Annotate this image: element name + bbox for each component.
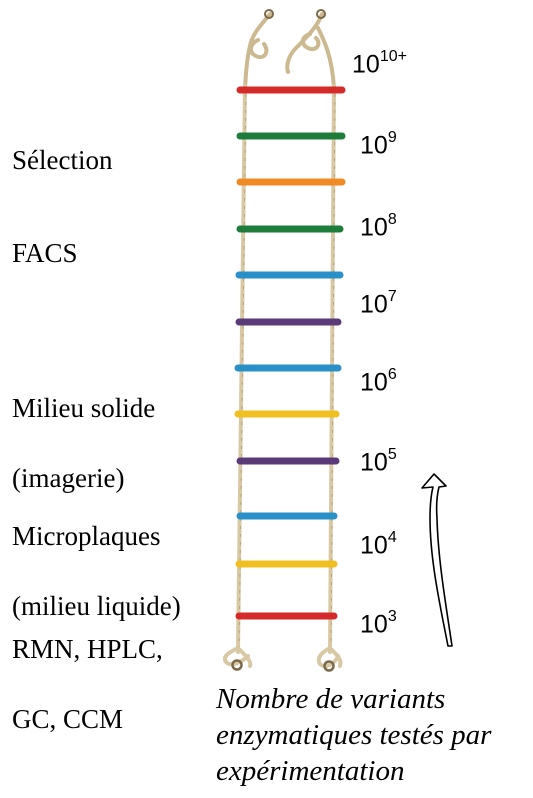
caption-line-1: Nombre de variants [216,683,446,715]
caption-line-2: enzymatiques testés par [216,719,492,751]
method-label-solid-medium: Milieu solide (imagerie) [12,393,156,493]
power-label-10-7: 107 [360,288,397,319]
top-hooks [264,9,326,19]
top-knots [243,12,336,90]
method-label-microplates: Microplaques (milieu liquide) [12,521,181,621]
power-label-10-10plus: 1010+ [352,48,407,79]
method-label-analytics: RMN, HPLC, GC, CCM [12,634,163,734]
bottom-hooks [231,659,335,672]
bottom-knots [223,646,343,669]
power-label-10-8: 108 [360,211,397,242]
power-label-10-5: 105 [360,446,397,477]
power-label-10-3: 103 [360,608,397,639]
caption-line-3: expérimentation [216,755,405,787]
power-label-10-9: 109 [360,129,397,160]
ladder-rungs [234,86,346,620]
upward-arrow-icon [421,473,453,647]
method-label-selection: Sélection [12,145,113,175]
axis-caption: Nombre de variants enzymatiques testés p… [216,681,491,789]
method-label-facs: FACS [12,238,78,268]
power-label-10-4: 104 [360,529,397,560]
power-label-10-6: 106 [360,366,397,397]
